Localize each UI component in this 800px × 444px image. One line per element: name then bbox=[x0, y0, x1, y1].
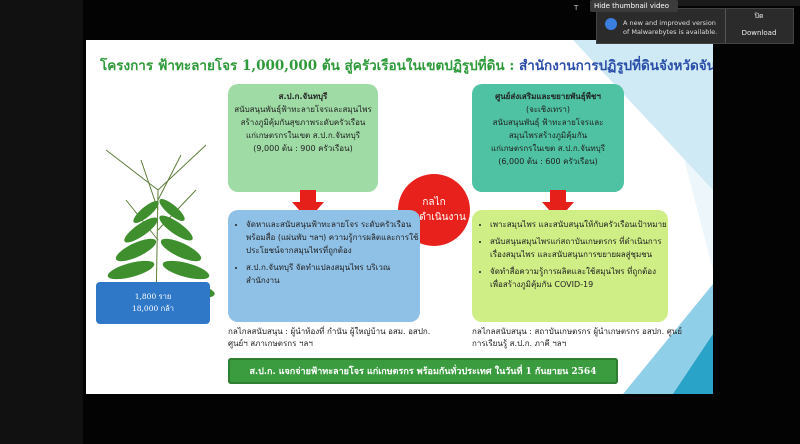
box-line: สร้างภูมิคุ้มกันสุขภาพระดับครัวเรือน bbox=[240, 118, 366, 127]
list-item: เพาะสมุนไพร และสนับสนุนให้กับครัวเรือนเป… bbox=[490, 218, 668, 231]
support-note-left: กลไกลสนับสนุน : ผู้นำท้องที่ กำนัน ผู้ให… bbox=[228, 327, 431, 348]
list-item: จัดหาและสนับสนุนฟ้าทะลายโจร ระดับครัวเรื… bbox=[246, 218, 420, 257]
box-line: (6,000 ต้น : 600 ครัวเรือน) bbox=[498, 157, 598, 166]
box-line: สนับสนุนพันธุ์ฟ้าทะลายโจรและสมุนไพร bbox=[234, 105, 372, 114]
box-heading: ศูนย์ส่งเสริมและขยายพันธุ์พืชฯ bbox=[495, 92, 601, 101]
stats-box: 1,800 ราย 18,000 กล้า bbox=[96, 282, 210, 324]
box-line: แก่เกษตรกรในเขต ส.ป.ก.จันทบุรี bbox=[490, 144, 606, 153]
malwarebytes-notification: A new and improved version of Malwarebyt… bbox=[596, 8, 794, 44]
list-item: ส.ป.ก.จันทบุรี จัดทำแปลงสมุนไพร บริเวณสำ… bbox=[246, 261, 420, 287]
box-actions-right: เพาะสมุนไพร และสนับสนุนให้กับครัวเรือนเป… bbox=[472, 210, 668, 322]
box-actions-left: จัดหาและสนับสนุนฟ้าทะลายโจร ระดับครัวเรื… bbox=[228, 210, 420, 322]
box-line: (จะเชิงเทรา) bbox=[525, 105, 571, 114]
box-line: สมุนไพรสร้างภูมิคุ้มกัน bbox=[508, 131, 588, 140]
box-line: สนับสนุนพันธุ์ ฟ้าทะลายโจรและ bbox=[492, 118, 604, 127]
mechanism-line2: การดำเนินงาน bbox=[402, 212, 466, 223]
malwarebytes-icon bbox=[605, 18, 617, 30]
stats-farmers: 1,800 ราย bbox=[134, 292, 172, 301]
box-spk-chanthaburi: ส.ป.ก.จันทบุรี สนับสนุนพันธุ์ฟ้าทะลายโจร… bbox=[228, 84, 378, 192]
list-item: จัดทำสื่อความรู้การผลิตและใช้สมุนไพร ที่… bbox=[490, 265, 668, 291]
close-notification-button[interactable]: ปิด bbox=[754, 12, 764, 20]
left-panel bbox=[0, 0, 83, 444]
slide-title-main: โครงการ ฟ้าทะลายโจร 1,000,000 ต้น สู่ครั… bbox=[100, 58, 515, 74]
mechanism-line1: กลไก bbox=[422, 197, 446, 208]
box-line: (9,000 ต้น : 900 ครัวเรือน) bbox=[253, 144, 353, 153]
slide-decoration bbox=[673, 334, 713, 394]
download-button[interactable]: Download bbox=[741, 29, 777, 37]
list-item: สนับสนุนสมุนไพรแก่สถาบันเกษตรกร ที่ดำเนิ… bbox=[490, 235, 668, 261]
support-note-right: กลไกลสนับสนุน : สถาบันเกษตรกร ผู้นำเกษตร… bbox=[472, 327, 682, 348]
notification-divider bbox=[725, 9, 726, 43]
presentation-slide: โครงการ ฟ้าทะลายโจร 1,000,000 ต้น สู่ครั… bbox=[86, 40, 713, 394]
box-heading: ส.ป.ก.จันทบุรี bbox=[278, 92, 328, 101]
slide-title: โครงการ ฟ้าทะลายโจร 1,000,000 ต้น สู่ครั… bbox=[100, 54, 713, 76]
notification-top-strip bbox=[594, 0, 800, 6]
slide-title-org: สำนักงานการปฏิรูปที่ดินจังหวัดจันทบุรี bbox=[519, 58, 713, 74]
box-plant-center: ศูนย์ส่งเสริมและขยายพันธุ์พืชฯ (จะเชิงเท… bbox=[472, 84, 624, 192]
announcement-banner: ส.ป.ก. แจกจ่ายฟ้าทะลายโจร แก่เกษตรกร พร้… bbox=[228, 358, 618, 384]
stats-seedlings: 18,000 กล้า bbox=[132, 304, 174, 313]
box-line: แก่เกษตรกรในเขต ส.ป.ก.จันทบุรี bbox=[245, 131, 361, 140]
hide-thumbnail-tooltip[interactable]: Hide thumbnail video bbox=[590, 0, 678, 12]
notification-message: A new and improved version of Malwarebyt… bbox=[623, 19, 718, 36]
